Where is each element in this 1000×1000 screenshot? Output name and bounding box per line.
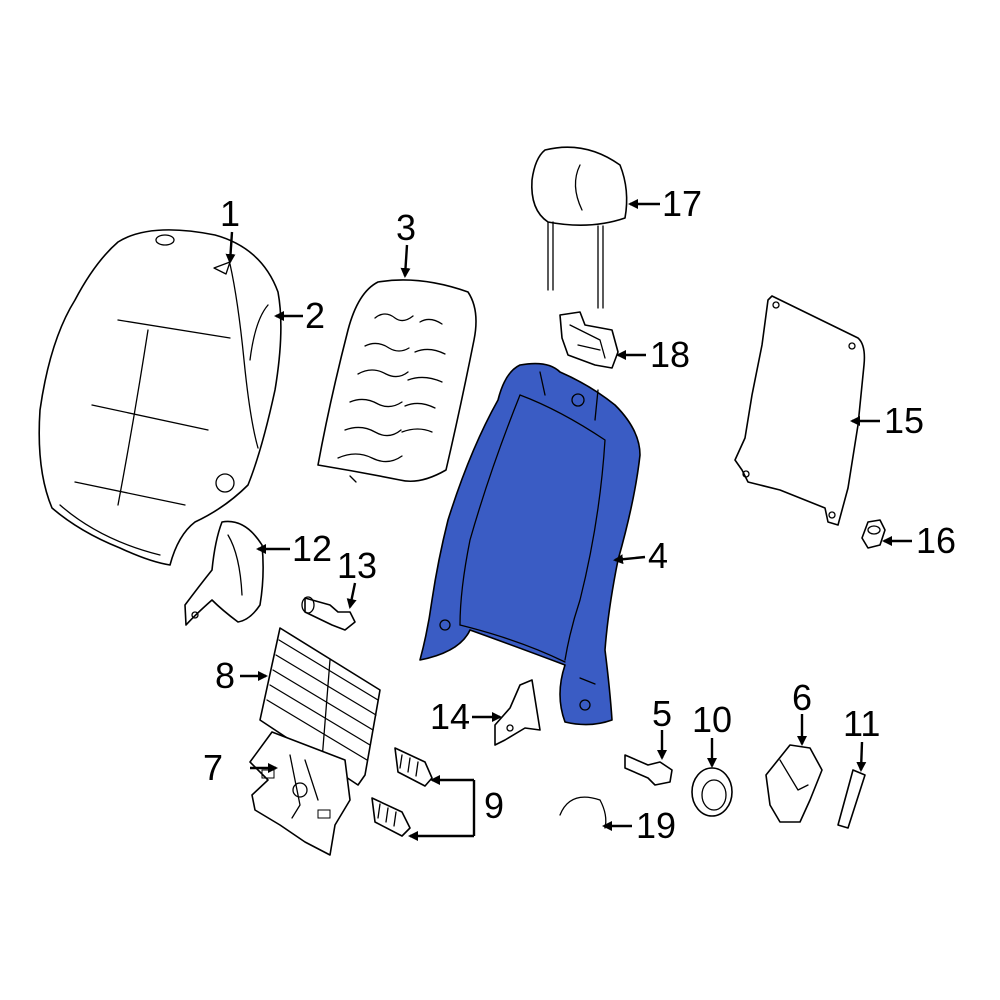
part-14-bracket[interactable] <box>494 679 541 746</box>
part-7-recliner-plate[interactable] <box>249 731 351 856</box>
callout-3: 3 <box>396 207 416 248</box>
callout-12: 12 <box>292 528 332 569</box>
callout-2: 2 <box>305 295 325 336</box>
leader-lines <box>225 199 912 841</box>
callout-7: 7 <box>203 747 223 788</box>
part-5-bolt[interactable] <box>624 754 673 786</box>
part-4-seat-back-frame[interactable] <box>419 362 641 726</box>
part-6-trim-cap[interactable] <box>765 744 823 823</box>
callout-10: 10 <box>692 699 732 740</box>
callout-6: 6 <box>792 677 812 718</box>
callout-1: 1 <box>220 193 240 234</box>
part-9-bolt-lower[interactable] <box>371 797 411 837</box>
part-18-headrest-guide[interactable] <box>559 311 619 369</box>
part-11-cover-strip[interactable] <box>837 769 866 829</box>
part-3-back-pad[interactable] <box>317 279 477 483</box>
callout-4: 4 <box>648 535 668 576</box>
callout-labels: 1 2 3 4 5 6 7 8 9 10 11 12 13 14 15 16 1… <box>203 183 956 846</box>
part-8-lumbar-support[interactable] <box>259 627 381 786</box>
callout-17: 17 <box>662 183 702 224</box>
part-17-headrest[interactable] <box>531 146 628 309</box>
callout-5: 5 <box>652 693 672 734</box>
part-19-wire-loop[interactable] <box>559 796 607 829</box>
callout-16: 16 <box>916 520 956 561</box>
part-1-cover-wire[interactable] <box>229 263 259 449</box>
part-15-back-panel[interactable] <box>734 295 866 526</box>
callout-19: 19 <box>636 805 676 846</box>
part-10-ring[interactable] <box>691 767 733 817</box>
part-13-push-pin[interactable] <box>301 596 356 631</box>
part-12-side-bracket[interactable] <box>184 520 264 626</box>
part-16-clip[interactable] <box>861 519 886 549</box>
callout-14: 14 <box>430 696 470 737</box>
callout-15: 15 <box>884 400 924 441</box>
callout-18: 18 <box>650 334 690 375</box>
callout-9: 9 <box>484 785 504 826</box>
callout-11: 11 <box>843 703 880 744</box>
part-2-seat-back-cover[interactable] <box>38 229 282 566</box>
callout-13: 13 <box>337 545 377 586</box>
callout-8: 8 <box>215 655 235 696</box>
part-9-bolt-upper[interactable] <box>394 747 433 787</box>
